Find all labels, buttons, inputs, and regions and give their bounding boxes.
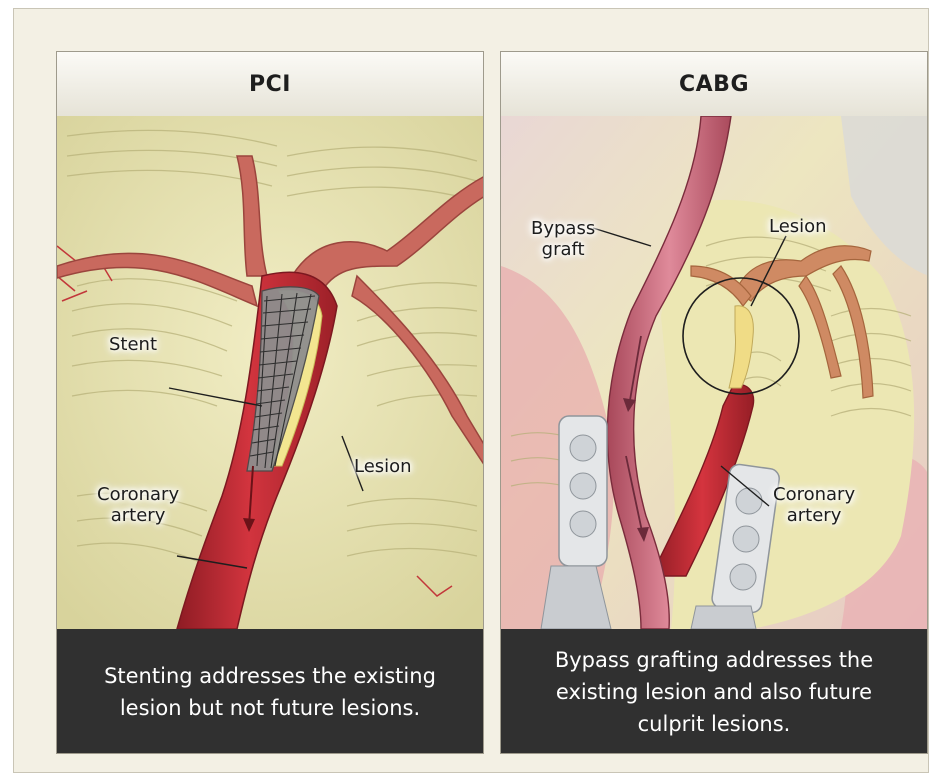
pci-caption-box: Stenting addresses the existing lesion b… xyxy=(57,629,483,754)
pci-caption: Stenting addresses the existing lesion b… xyxy=(88,660,452,724)
lesion-label: Lesion xyxy=(354,456,412,477)
pci-panel: PCI xyxy=(56,51,484,754)
cabg-illustration xyxy=(501,116,928,629)
cabg-title: CABG xyxy=(501,52,927,117)
cabg-caption: Bypass grafting addresses the existing l… xyxy=(539,644,889,740)
coronary-artery-label: Coronary artery xyxy=(97,484,179,526)
pci-illustration xyxy=(57,116,484,629)
cabg-panel: CABG xyxy=(500,51,928,754)
coronary-artery-label: Coronary artery xyxy=(773,484,855,526)
cabg-caption-box: Bypass grafting addresses the existing l… xyxy=(501,629,927,754)
lesion-label: Lesion xyxy=(769,216,827,237)
figure-frame: PCI xyxy=(13,8,929,773)
bypass-graft-label: Bypass graft xyxy=(531,218,595,260)
pci-title: PCI xyxy=(57,52,483,117)
stent-label: Stent xyxy=(109,334,157,355)
